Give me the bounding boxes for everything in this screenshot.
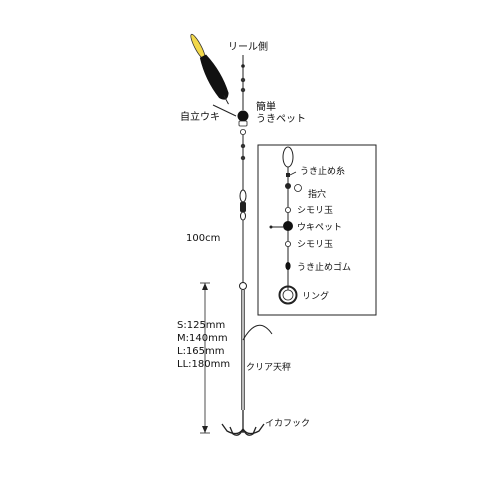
dimension-marker xyxy=(200,282,210,434)
bead-top-2 xyxy=(240,87,246,93)
stopper-rubber-icon xyxy=(285,262,291,270)
clear-balance-label: クリア天秤 xyxy=(246,362,291,373)
easy-float-bead-label-2: うきペット xyxy=(256,113,306,125)
size-s-label: S:125mm xyxy=(177,320,225,331)
size-m-label: M:140mm xyxy=(177,333,228,344)
size-ll-label: LL:180mm xyxy=(177,359,230,370)
size-l-label: L:165mm xyxy=(177,346,225,357)
length-label: 100cm xyxy=(186,233,220,244)
ring-label: リング xyxy=(302,290,329,302)
shimori-bead-2-label: シモリ玉 xyxy=(297,239,333,250)
swivel-icon xyxy=(239,189,247,221)
stopper-rubber-label: うき止めゴム xyxy=(297,261,351,273)
easy-float-bead-icon xyxy=(237,95,249,135)
finger-hole-label: 指穴 xyxy=(308,188,326,200)
easy-float-bead-label-1: 簡単 xyxy=(256,100,276,113)
float-bead-icon xyxy=(283,221,293,231)
detail-box: うき止め糸 指穴 シモリ玉 ウキペット シモリ玉 うき止めゴム リング xyxy=(257,144,377,316)
shimori-bead-2-icon xyxy=(284,240,291,247)
squid-hook-icon xyxy=(221,410,265,436)
shimori-bead-1-label: シモリ玉 xyxy=(297,205,333,216)
bead-top-1 xyxy=(240,77,246,83)
stopper-knot-icon xyxy=(286,173,290,177)
float-icon xyxy=(190,33,237,117)
reel-side-label: リール側 xyxy=(228,40,268,53)
self-standing-float-label: 自立ウキ xyxy=(180,110,220,123)
ring-icon xyxy=(278,285,298,305)
shimori-bead-1-icon xyxy=(284,206,291,213)
float-bead-label: ウキペット xyxy=(297,222,342,233)
finger-hole-icon xyxy=(285,183,291,189)
squid-hook-label: イカフック xyxy=(265,418,310,429)
stopper-dot-top xyxy=(241,64,245,68)
stopper-line-label: うき止め糸 xyxy=(300,165,345,177)
bead-mid-1 xyxy=(240,143,246,149)
bead-mid-2 xyxy=(240,155,246,161)
finger-hole-bead-icon xyxy=(294,184,302,192)
clear-balance-icon xyxy=(239,282,273,410)
